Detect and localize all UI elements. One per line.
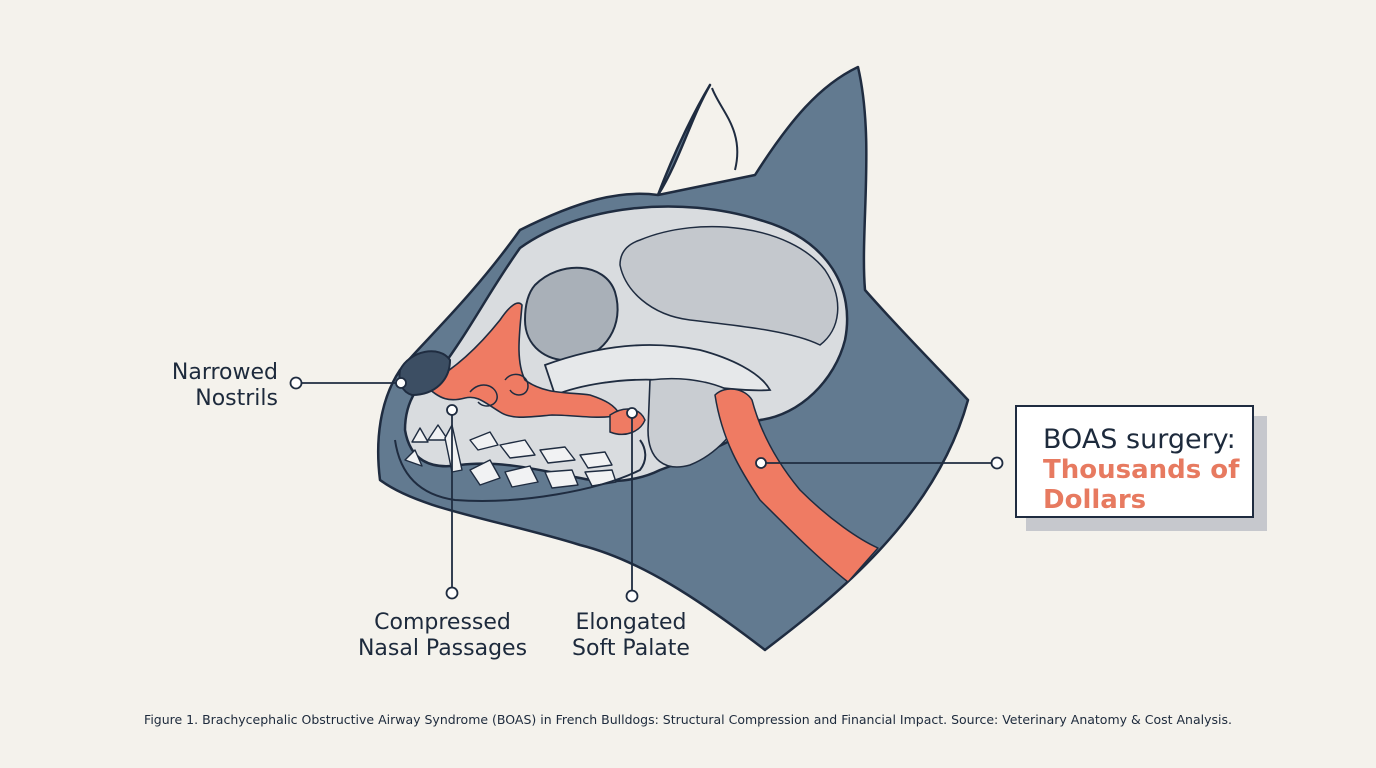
label-narrowed-nostrils: Narrowed Nostrils [140, 360, 278, 412]
lower-jaw [394, 439, 647, 502]
trachea [714, 388, 879, 583]
turbinate-scroll [469, 384, 498, 407]
upper-teeth [411, 424, 613, 473]
label-line: Nostrils [195, 386, 278, 411]
label-line: Soft Palate [572, 636, 690, 661]
label-line: Compressed [374, 610, 511, 635]
label-line: Nasal Passages [357, 636, 528, 661]
callout-value: Thousands of Dollars [1043, 455, 1240, 515]
ear-edge [711, 87, 739, 171]
label-elongated-soft-palate: Elongated Soft Palate [556, 610, 706, 662]
callout-title: BOAS surgery: [1043, 424, 1236, 455]
label-line: Elongated [575, 610, 687, 635]
cost-callout-box: BOAS surgery: Thousands of Dollars [1015, 405, 1254, 518]
lower-teeth [404, 449, 617, 489]
label-compressed-nasal-passages: Compressed Nasal Passages [340, 610, 545, 662]
zygomatic-arch [543, 344, 772, 397]
turbinate-scroll [504, 373, 529, 396]
figure-caption: Figure 1. Brachycephalic Obstructive Air… [144, 712, 1232, 727]
label-line: Narrowed [171, 360, 278, 385]
cranium-shade [619, 225, 839, 346]
leader-lines [289, 376, 1004, 603]
